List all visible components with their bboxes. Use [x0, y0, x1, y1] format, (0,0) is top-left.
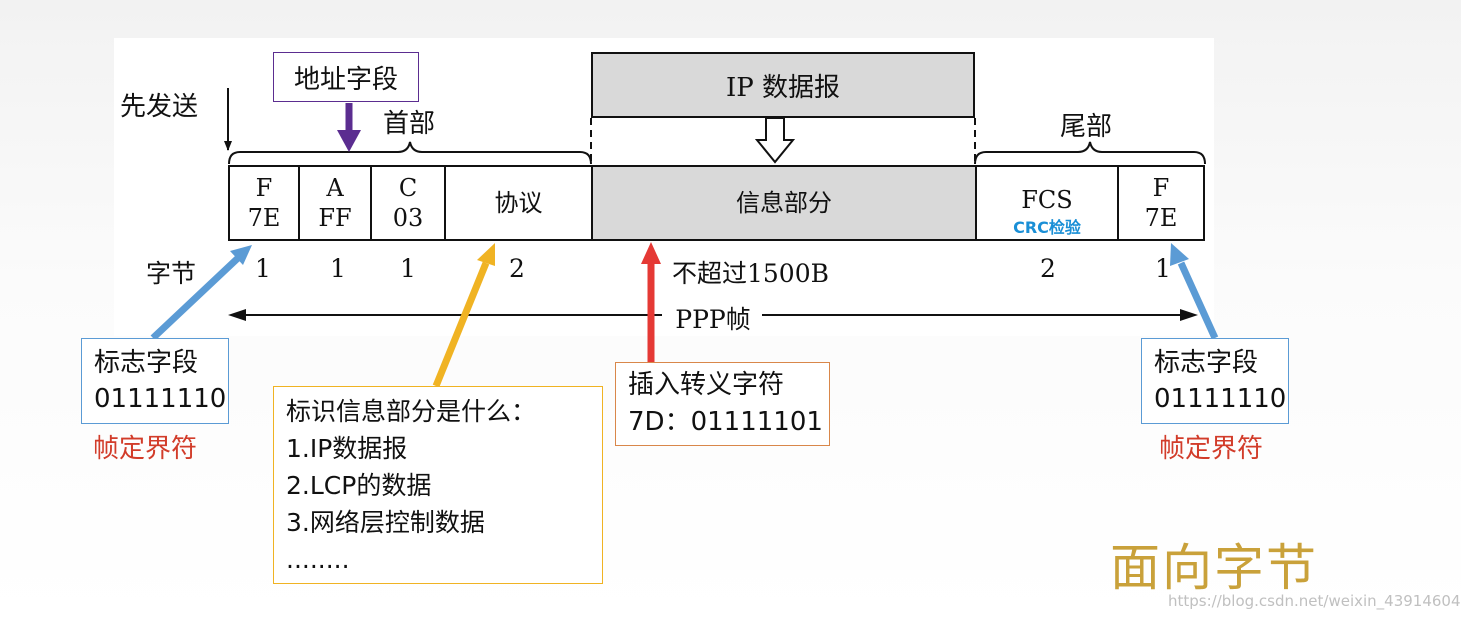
ppp-arrow-right-head	[1180, 309, 1198, 321]
byte-count-flag-end: 1	[1155, 254, 1171, 283]
control-letter: C	[398, 174, 418, 202]
red-arrow-head	[641, 242, 661, 264]
address-hex: FF	[318, 204, 352, 232]
ppp-frame-label: PPP帧	[675, 305, 751, 334]
escape-callout-title: 插入转义字符	[628, 370, 785, 400]
protocol-callout-item: 1.IP数据报	[286, 434, 408, 463]
flag-start-letter: F	[255, 174, 273, 202]
protocol-label: 协议	[494, 189, 543, 217]
frame-flag-end: F 7E	[1117, 165, 1205, 241]
flag-end-letter: F	[1152, 174, 1170, 202]
frame-fcs: FCS CRC检验	[975, 165, 1119, 241]
byte-oriented-label: 面向字节	[1110, 539, 1318, 597]
info-label: 信息部分	[736, 189, 832, 217]
protocol-callout: 标识信息部分是什么： 1.IP数据报 2.LCP的数据 3.网络层控制数据 ..…	[273, 386, 603, 584]
escape-callout-value: 7D：01111101	[628, 407, 823, 437]
address-field-callout: 地址字段	[273, 52, 419, 102]
encapsulate-arrow	[754, 117, 796, 164]
trailer-brace	[974, 141, 1206, 165]
ppp-arrow-left-head	[228, 309, 246, 321]
send-first-label: 先发送	[120, 92, 199, 122]
blue-arrow-left-shaft	[150, 255, 241, 341]
control-hex: 03	[392, 204, 424, 232]
blue-arrow-right-shaft	[1177, 261, 1219, 340]
address-letter: A	[326, 174, 344, 202]
header-brace	[228, 141, 592, 165]
byte-count-protocol: 2	[509, 254, 525, 283]
blue-arrow-right-head	[1170, 243, 1189, 266]
byte-count-address: 1	[330, 254, 346, 283]
protocol-callout-item: ........	[286, 545, 350, 574]
frame-control: C 03	[370, 165, 446, 241]
byte-count-info: 不超过1500B	[672, 259, 829, 288]
frame-info: 信息部分	[591, 165, 977, 241]
purple-arrow-head	[337, 130, 361, 152]
yellow-arrow-shaft	[432, 261, 490, 388]
flag-start-hex: 7E	[247, 204, 281, 232]
blue-arrow-left-head	[230, 245, 252, 265]
byte-count-flag-start: 1	[255, 254, 271, 283]
flag-callout-left-bits: 01111110	[94, 384, 227, 414]
fcs-label: FCS	[1021, 186, 1073, 214]
flag-callout-left-note: 帧定界符	[93, 434, 198, 464]
flag-callout-right: 标志字段 01111110	[1141, 338, 1289, 424]
header-label: 首部	[383, 109, 436, 139]
frame-protocol: 协议	[444, 165, 593, 241]
flag-end-hex: 7E	[1144, 204, 1178, 232]
frame-flag-start: F 7E	[228, 165, 300, 241]
flag-callout-right-bits: 01111110	[1154, 384, 1287, 414]
protocol-callout-title: 标识信息部分是什么：	[286, 397, 537, 426]
fcs-note: CRC检验	[1013, 218, 1081, 237]
flag-callout-right-title: 标志字段	[1154, 348, 1259, 378]
protocol-callout-item: 2.LCP的数据	[286, 471, 432, 500]
ip-datagram-label: IP 数据报	[725, 72, 841, 103]
trailer-label: 尾部	[1060, 112, 1113, 142]
byte-count-control: 1	[400, 254, 416, 283]
protocol-callout-item: 3.网络层控制数据	[286, 508, 485, 537]
byte-count-fcs: 2	[1040, 254, 1056, 283]
address-field-callout-text: 地址字段	[293, 64, 398, 95]
yellow-arrow-head	[477, 243, 495, 266]
ip-datagram-box: IP 数据报	[591, 52, 975, 118]
frame-address: A FF	[298, 165, 372, 241]
flag-callout-left: 标志字段 01111110	[81, 338, 229, 424]
flag-callout-left-title: 标志字段	[94, 348, 199, 378]
watermark-text: https://blog.csdn.net/weixin_43914604	[1168, 592, 1461, 610]
escape-callout: 插入转义字符 7D：01111101	[615, 362, 830, 446]
flag-callout-right-note: 帧定界符	[1159, 434, 1264, 464]
bytes-label: 字节	[146, 259, 197, 288]
